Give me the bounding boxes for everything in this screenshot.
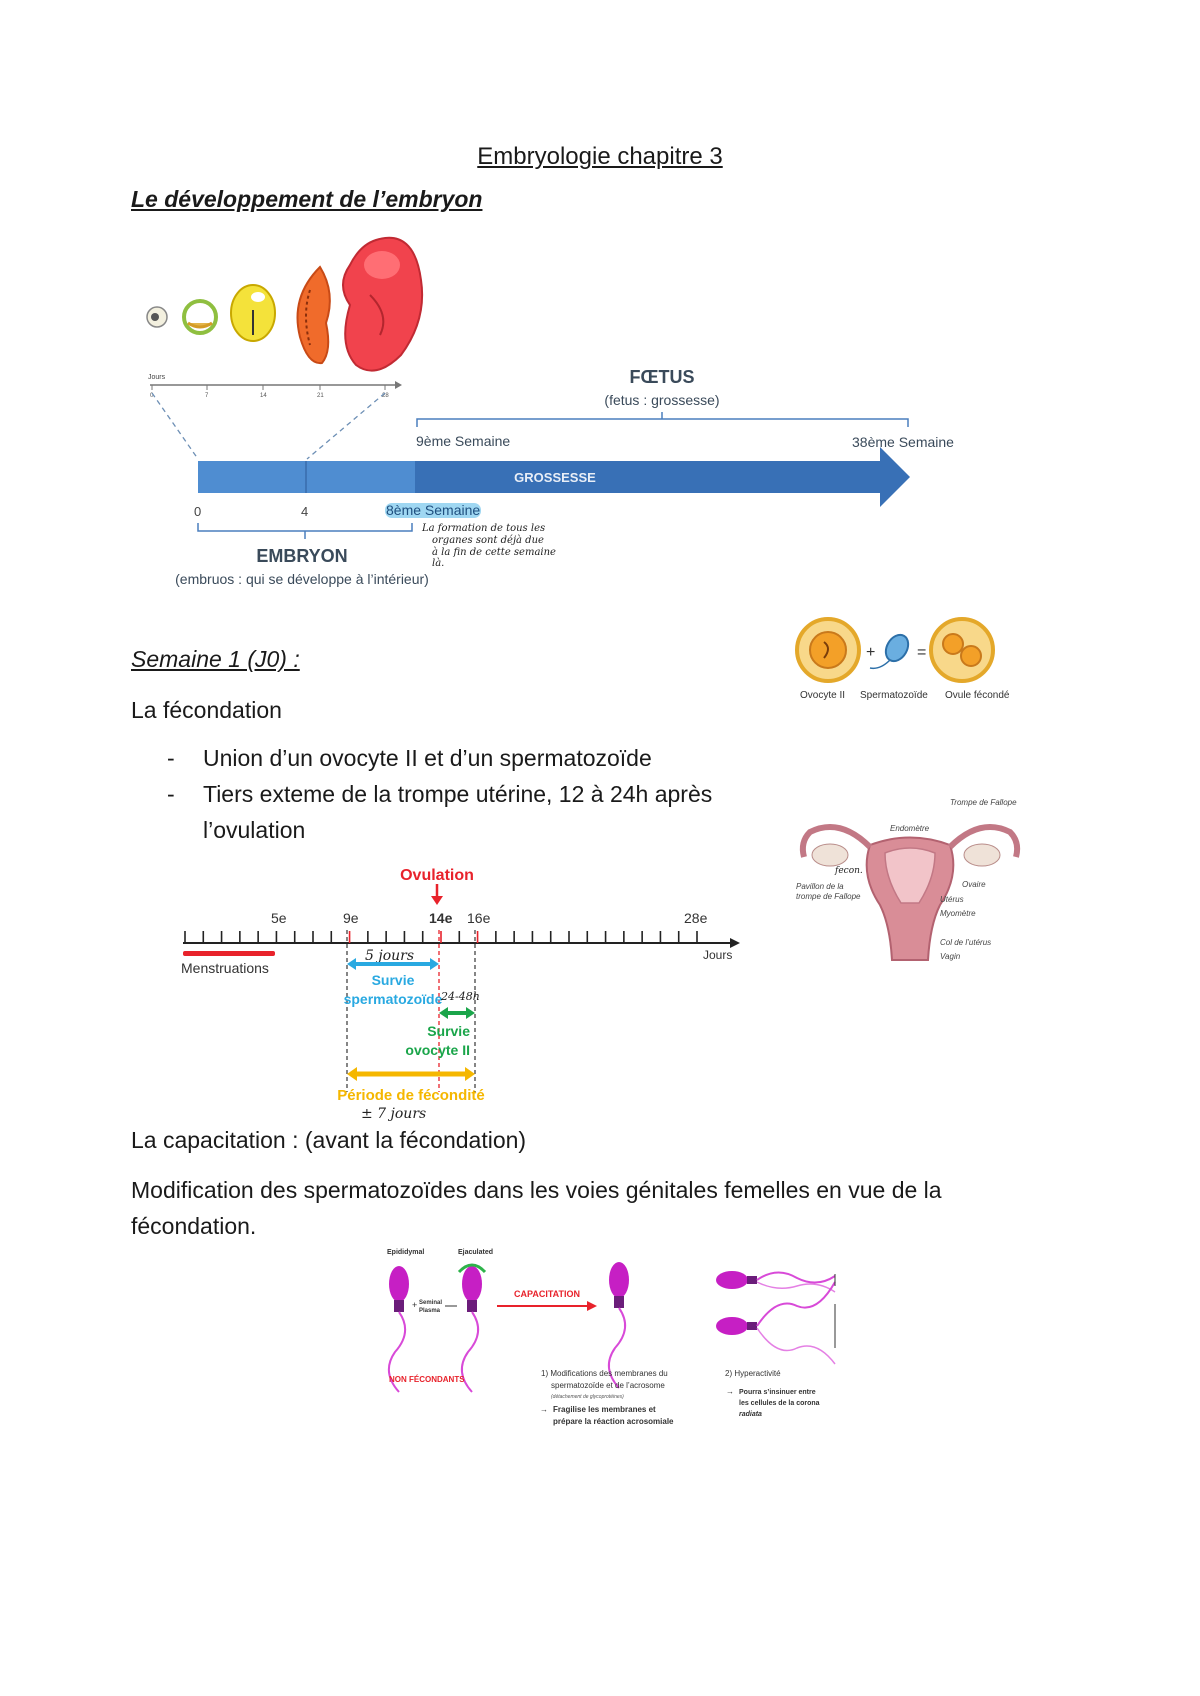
mod2-arrow-line: les cellules de la corona	[739, 1400, 820, 1407]
ovocyte-label: Ovocyte II	[800, 690, 845, 701]
pavillon-label: Pavillon de la	[796, 882, 844, 891]
hand-7-jours: ± 7 jours	[361, 1106, 426, 1122]
menstruations-label: Menstruations	[181, 960, 269, 976]
seminal-label: Plasma	[419, 1308, 441, 1314]
week-38-label: 38ème Semaine	[852, 434, 954, 450]
page-title: Embryologie chapitre 3	[477, 143, 723, 170]
day-16-label: 16e	[467, 910, 491, 926]
plus-sign: +	[866, 644, 875, 661]
capacitation-label: CAPACITATION	[514, 1289, 580, 1299]
semaine-1-heading: Semaine 1 (J0) :	[131, 646, 300, 672]
embryo-stages-illustration	[146, 236, 424, 372]
week-9-label: 9ème Semaine	[416, 433, 510, 449]
menstruations-bar	[183, 951, 275, 956]
days-tick: 21	[317, 393, 324, 399]
capacitation-text-line: Modification des spermatozoïdes dans les…	[131, 1177, 942, 1203]
vagin-label: Vagin	[940, 952, 961, 961]
foetus-title: FŒTUS	[630, 367, 695, 387]
development-timeline-figure: Jours 0 7 14 21 28 FŒTUS (fetus : grosse…	[146, 236, 954, 587]
jours-label: Jours	[703, 948, 732, 962]
bullet-item: Tiers exteme de la trompe utérine, 12 à …	[131, 776, 771, 812]
capacitation-figure: Epididymal Ejaculated + Seminal Plasma C…	[387, 1249, 836, 1426]
tick-0: 0	[194, 504, 201, 519]
trompe-label: Trompe de Fallope	[950, 798, 1017, 807]
hand-note-line: organes sont déjà due	[432, 535, 544, 546]
days-tick: 7	[205, 393, 209, 399]
ovulation-marker: Ovulation	[400, 867, 474, 905]
mod1-arrow-line: Fragilise les membranes et	[553, 1405, 656, 1414]
fecondation-figure: + = Ovocyte II Spermatozoïde Ovule fécon…	[795, 617, 1010, 701]
pregnancy-bar: GROSSESSE 0 4 8ème Semaine	[194, 447, 910, 519]
fecondation-bullets: Union d’un ovocyte II et d’un spermatozo…	[131, 740, 771, 848]
hand-note-line: La formation de tous les	[421, 523, 545, 534]
uterus-label: Utérus	[940, 895, 964, 904]
foetus-label-group: FŒTUS (fetus : grossesse) 9ème Semaine 3…	[416, 367, 954, 450]
spermatozoide-label: Spermatozoïde	[860, 690, 928, 701]
pavillon-label: trompe de Fallope	[796, 892, 861, 901]
day-14-label: 14e	[429, 910, 453, 926]
survie-sperm-line: Survie	[372, 972, 415, 988]
fecondation-subheading: La fécondation	[131, 697, 282, 723]
hand-note-line: là.	[432, 558, 444, 569]
survie-ovocyte-line: ovocyte II	[405, 1042, 470, 1058]
capacitation-text: Modification des spermatozoïdes dans les…	[131, 1172, 1071, 1244]
days-tick: 14	[260, 393, 267, 399]
hand-48h: 24-48h	[440, 990, 480, 1003]
mod1-arrow-icon: →	[540, 1405, 548, 1414]
mod1-arrow-line: prépare la réaction acrosomiale	[553, 1417, 674, 1426]
ovaire-label: Ovaire	[962, 880, 986, 889]
mod2-label: 2) Hyperactivité	[725, 1369, 781, 1378]
capacitation-heading: La capacitation : (avant la fécondation)	[131, 1127, 527, 1153]
survie-ovocyte-line: Survie	[427, 1023, 470, 1039]
endometre-label: Endomètre	[890, 824, 930, 833]
mod2-arrow-icon: →	[726, 1387, 734, 1396]
uterus-hand-note: fecon.	[834, 866, 863, 876]
ovule-label: Ovule fécondé	[945, 690, 1010, 701]
col-label: Col de l’utérus	[940, 938, 991, 947]
bullet-continuation-text: l’ovulation	[203, 817, 306, 843]
grossesse-label: GROSSESSE	[514, 470, 596, 485]
days-axis-label: Jours	[148, 374, 166, 381]
embryon-title: EMBRYON	[256, 546, 347, 566]
equals-sign: =	[917, 644, 926, 661]
mod1-small: (détachement de glycoprotéines)	[551, 1394, 624, 1400]
day-9-label: 9e	[343, 910, 359, 926]
week-8-label: 8ème Semaine	[386, 502, 480, 518]
myometre-label: Myomètre	[940, 909, 976, 918]
mod1-line: 1) Modifications des membranes du	[541, 1369, 668, 1378]
section-title: Le développement de l’embryon	[131, 186, 483, 212]
embryo-label-group: EMBRYON (embruos : qui se développe à l’…	[175, 523, 429, 587]
days-tick: 28	[382, 393, 389, 399]
hand-note-line: à la fin de cette semaine	[432, 547, 556, 558]
mod2-arrow-line: Pourra s’insinuer entre	[739, 1389, 816, 1396]
bullet-item-continuation: l’ovulation	[131, 812, 771, 848]
ovulation-label: Ovulation	[400, 867, 474, 884]
day-28-label: 28e	[684, 910, 708, 926]
embryon-subtitle: (embruos : qui se développe à l’intérieu…	[175, 571, 429, 587]
seminal-label: Seminal	[419, 1300, 442, 1306]
mod2-arrow-line: radiata	[739, 1411, 762, 1418]
periode-label: Période de fécondité	[337, 1087, 485, 1104]
non-fecondants-label: NON FÉCONDANTS	[389, 1375, 465, 1384]
handwritten-note: La formation de tous les organes sont dé…	[421, 523, 556, 569]
tick-4: 4	[301, 504, 308, 519]
days-axis: Jours 0 7 14 21 28	[148, 374, 402, 460]
plus-label: +	[412, 1300, 417, 1310]
epididymal-label: Epididymal	[387, 1249, 424, 1256]
ejaculated-label: Ejaculated	[458, 1249, 493, 1256]
capacitation-text-line: fécondation.	[131, 1213, 257, 1239]
survie-sperm-line: spermatozoïde	[344, 991, 443, 1007]
bullet-item: Union d’un ovocyte II et d’un spermatozo…	[131, 740, 771, 776]
fertility-cycle-figure: Ovulation 5e 9e 14e 16e 28e Menstruation…	[181, 867, 740, 1122]
day-5-label: 5e	[271, 910, 287, 926]
foetus-subtitle: (fetus : grossesse)	[604, 392, 719, 408]
days-tick: 0	[150, 393, 154, 399]
uterus-figure: Trompe de Fallope Endomètre Pavillon de …	[796, 798, 1021, 961]
mod1-line: spermatozoïde et de l’acrosome	[551, 1381, 665, 1390]
hand-5-jours: 5 jours	[365, 948, 414, 964]
cycle-axis	[183, 931, 740, 948]
